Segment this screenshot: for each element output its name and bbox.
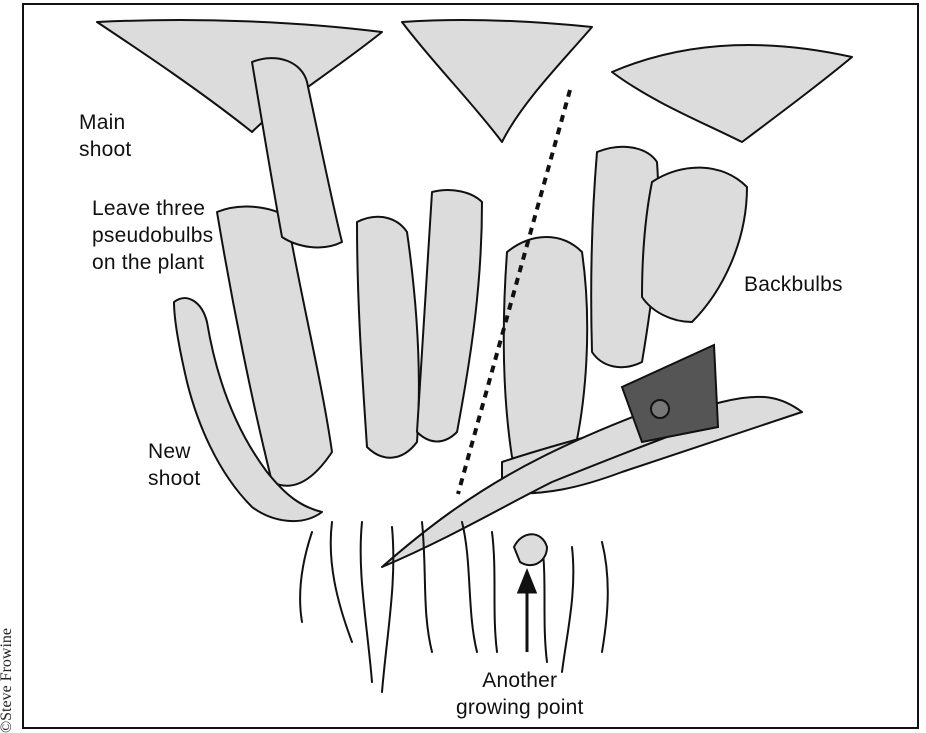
- label-another-growing-point: Another growing point: [456, 667, 584, 721]
- label-new-shoot: New shoot: [148, 438, 200, 492]
- photo-credit: ©Steve Frowine: [0, 628, 16, 733]
- label-backbulbs: Backbulbs: [744, 271, 843, 298]
- leaf-top-left: [97, 20, 382, 132]
- knife-rivet: [651, 400, 669, 418]
- growing-point-arrow-head: [519, 572, 535, 592]
- backbulb-3: [642, 168, 747, 322]
- pseudobulb-center: [417, 190, 482, 441]
- leaf-top-middle: [402, 20, 592, 142]
- growing-point-bud: [514, 534, 547, 565]
- illustration-frame: Main shoot Leave three pseudobulbs on th…: [22, 3, 919, 729]
- backbulb-1: [504, 237, 587, 468]
- leaf-top-right: [612, 45, 852, 142]
- orchid-division-illustration: [24, 5, 919, 729]
- label-leave-three-pseudobulbs: Leave three pseudobulbs on the plant: [92, 195, 213, 276]
- pseudobulb-left-3: [357, 217, 419, 458]
- label-main-shoot: Main shoot: [79, 109, 131, 163]
